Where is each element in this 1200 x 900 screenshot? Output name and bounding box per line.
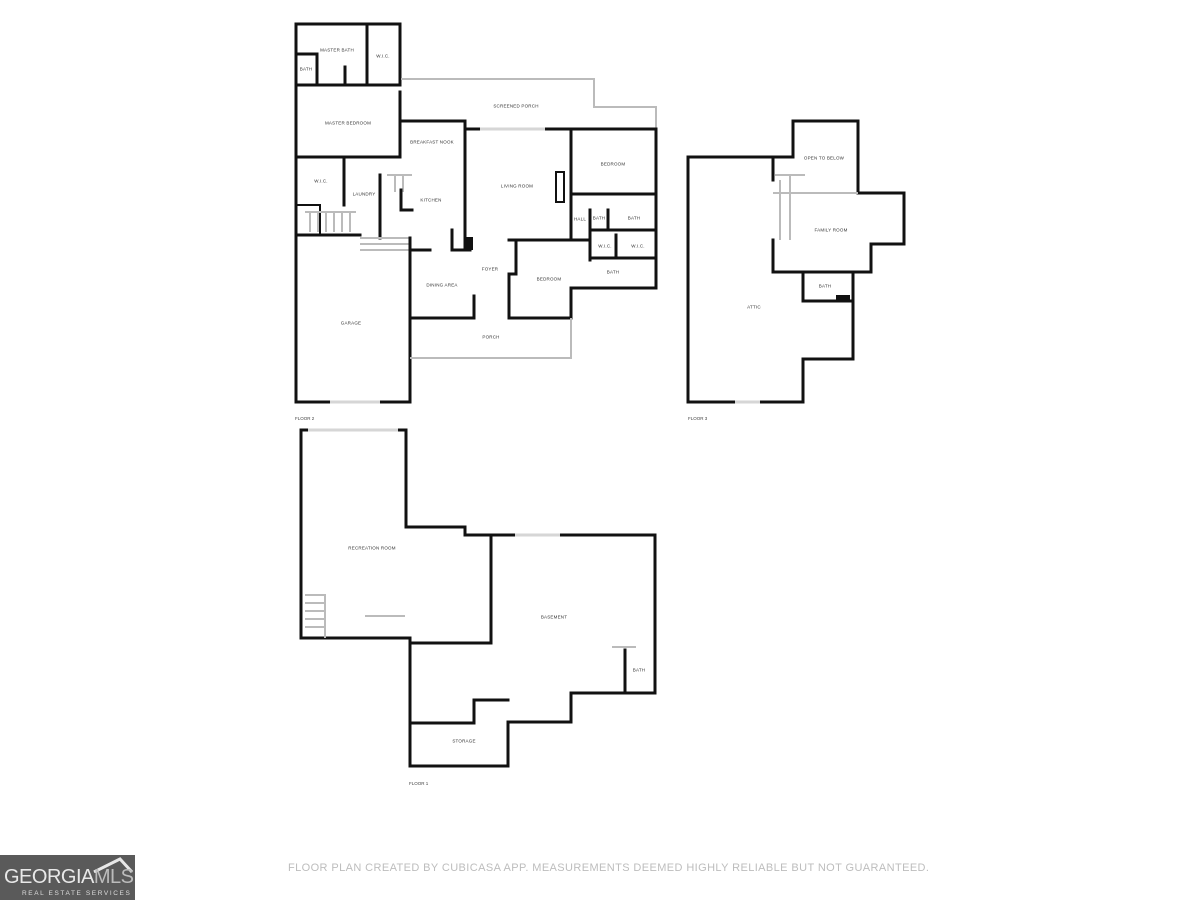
room-label-bath: BATH — [592, 215, 606, 221]
room-label-hall: HALL — [573, 216, 587, 222]
room-label-bath: BATH — [818, 283, 832, 289]
room-label-dining-area: DINING AREA — [426, 282, 458, 288]
bath-fixture — [836, 295, 850, 301]
logo-name-georgia: GEORGIA — [4, 866, 94, 888]
room-label-laundry: LAUNDRY — [352, 191, 376, 197]
logo-tagline: REAL ESTATE SERVICES — [22, 890, 132, 897]
room-label-wic: W.I.C. — [598, 243, 612, 249]
room-label-wic: W.I.C. — [631, 243, 645, 249]
floor-3-label: FLOOR 3 — [688, 416, 708, 421]
room-label-foyer: FOYER — [481, 266, 499, 272]
room-label-storage: STORAGE — [452, 738, 476, 744]
floor-2-label: FLOOR 2 — [295, 416, 315, 421]
room-label-living-room: LIVING ROOM — [500, 183, 534, 189]
georgia-mls-logo: GEORGIAMLS REAL ESTATE SERVICES — [0, 855, 135, 900]
room-label-family-room: FAMILY ROOM — [814, 227, 848, 233]
room-label-breakfast-nook: BREAKFAST NOOK — [410, 139, 454, 145]
room-label-bath: BATH — [632, 667, 646, 673]
room-label-basement: BASEMENT — [540, 614, 568, 620]
room-label-garage: GARAGE — [340, 320, 362, 326]
room-label-master-bedroom: MASTER BEDROOM — [324, 120, 372, 126]
floor-1-walls — [299, 428, 657, 768]
room-label-open-to-below: OPEN TO BELOW — [803, 155, 845, 161]
room-label-attic: ATTIC — [747, 304, 761, 310]
room-label-screened-porch: SCREENED PORCH — [493, 103, 539, 109]
room-label-kitchen: KITCHEN — [420, 197, 442, 203]
room-label-porch: PORCH — [482, 334, 500, 340]
room-label-bedroom: BEDROOM — [536, 276, 562, 282]
floor-1-label: FLOOR 1 — [409, 781, 429, 786]
fireplace-block — [465, 237, 473, 250]
room-label-wic: W.I.C. — [314, 178, 328, 184]
floor-2-walls — [294, 22, 658, 404]
room-label-master-bath: MASTER BATH — [320, 47, 354, 53]
floor-3-walls — [686, 119, 906, 404]
room-label-bath: BATH — [627, 215, 641, 221]
room-label-bath: BATH — [299, 66, 313, 72]
room-label-wic: W.I.C. — [376, 53, 390, 59]
logo-name: GEORGIAMLS — [4, 866, 134, 889]
logo-name-mls: MLS — [93, 866, 134, 888]
disclaimer-text: FLOOR PLAN CREATED BY CUBICASA APP. MEAS… — [288, 862, 930, 874]
room-label-bath: BATH — [606, 269, 620, 275]
roof-icon — [93, 857, 134, 873]
room-label-recreation-room: RECREATION ROOM — [348, 545, 396, 551]
room-label-bedroom: BEDROOM — [600, 161, 626, 167]
